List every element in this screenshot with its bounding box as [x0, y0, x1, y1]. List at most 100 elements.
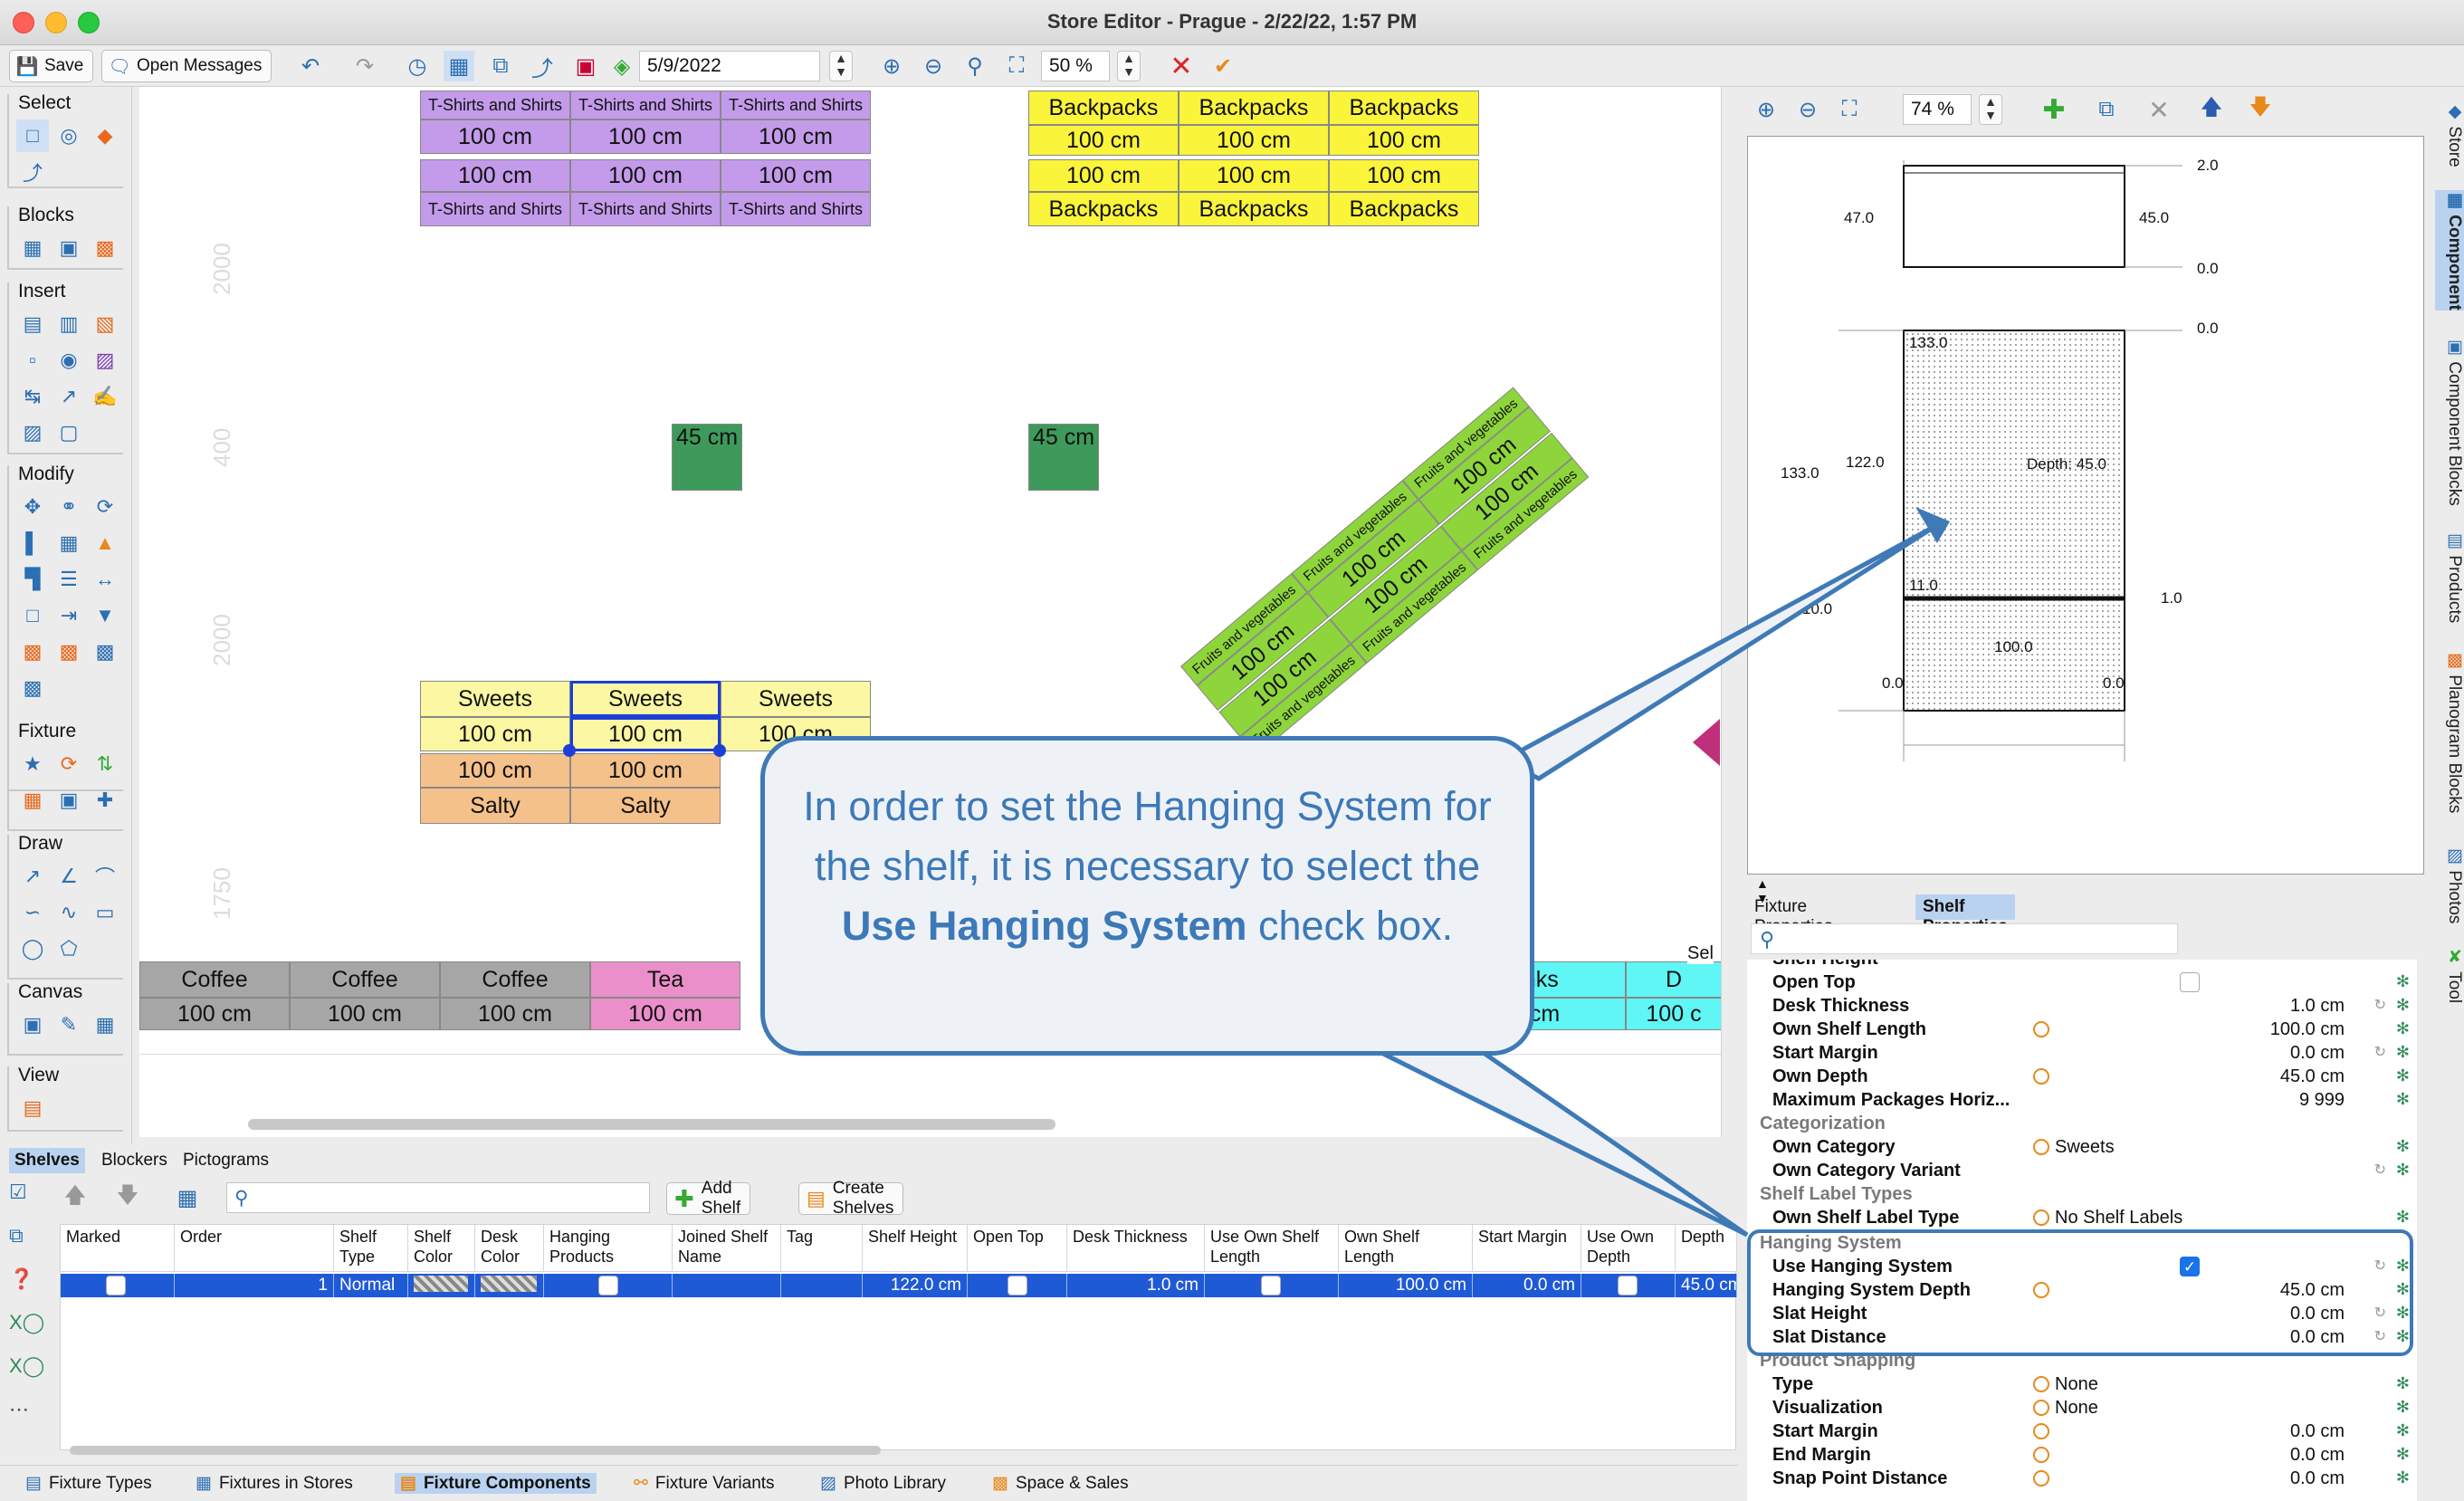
shelf-length-block[interactable]: 100 cm — [420, 717, 570, 751]
property-value[interactable]: 0.0 cm — [2289, 1445, 2345, 1465]
tab-blockers[interactable]: Blockers — [101, 1151, 167, 1170]
property-row[interactable]: Shelf Height — [1747, 960, 2417, 970]
column-header[interactable]: Open Top — [968, 1225, 1067, 1272]
help-icon[interactable]: ❓ — [9, 1267, 34, 1290]
selected-shelf-block[interactable]: Sweets — [570, 681, 721, 717]
block-stack-icon[interactable]: ▣ — [59, 236, 79, 259]
category-row[interactable]: Categorization — [1747, 1112, 2417, 1135]
shelf-length-block[interactable]: 100 cm — [1028, 159, 1179, 192]
cell-use-own-depth[interactable] — [1581, 1274, 1676, 1297]
cell-tag[interactable] — [781, 1274, 863, 1297]
reset-icon[interactable]: ✻ — [2395, 1421, 2410, 1439]
column-header[interactable]: Use Own Depth — [1581, 1225, 1676, 1272]
hanging-products-checkbox[interactable] — [598, 1276, 618, 1295]
override-icon[interactable] — [2033, 1068, 2049, 1085]
property-value[interactable]: 0.0 cm — [2289, 1468, 2345, 1488]
override-icon[interactable] — [2033, 1400, 2049, 1416]
table-settings-icon[interactable]: ▦ — [177, 1185, 198, 1210]
side-tab-component-blocks[interactable]: ▣ Component Blocks — [2435, 337, 2464, 506]
shelf-label-block[interactable]: D — [1626, 961, 1721, 998]
cell-own-shelf-length[interactable]: 100.0 cm — [1339, 1274, 1473, 1297]
check-icon[interactable]: ✔ — [1213, 53, 1233, 79]
cell-order[interactable]: 1 — [175, 1274, 334, 1297]
minimize-window-button[interactable] — [45, 12, 67, 33]
select-rect-icon[interactable]: □ — [16, 120, 49, 152]
override-icon[interactable] — [2033, 1209, 2049, 1226]
reset-icon[interactable]: ✻ — [2395, 1043, 2410, 1061]
spread-icon[interactable]: ↔ — [95, 568, 115, 590]
canvas-edit-icon[interactable]: ✎ — [60, 1013, 78, 1036]
column-header[interactable]: Desk Thickness — [1067, 1225, 1205, 1272]
merge-icon[interactable]: ▩ — [23, 640, 43, 663]
revert-icon[interactable]: ↻ — [2373, 1329, 2386, 1344]
cell-shelf-color[interactable] — [408, 1274, 475, 1297]
draw-polyline-icon[interactable]: ∠ — [60, 865, 78, 887]
override-icon[interactable] — [2033, 1021, 2049, 1037]
override-icon[interactable] — [2033, 1447, 2049, 1463]
shelf-label-block[interactable]: Salty — [570, 788, 721, 824]
selected-shelf-length[interactable]: 100 cm — [570, 717, 721, 751]
drawing-zoom-field[interactable]: 74 % — [1903, 94, 1972, 125]
property-row[interactable]: Maximum Packages Horiz...9 999✻ — [1747, 1088, 2417, 1112]
insert-svg-icon[interactable]: ▢ — [59, 421, 79, 444]
move-up-icon[interactable]: 🡅 — [63, 1182, 87, 1208]
open-top-cell-checkbox[interactable] — [1008, 1276, 1027, 1295]
more-icon[interactable]: ⋯ — [9, 1398, 29, 1420]
align-center-icon[interactable]: □ — [26, 604, 39, 626]
shelf-search-input[interactable]: ⚲ — [226, 1182, 650, 1213]
reset-icon[interactable]: ✻ — [2395, 1019, 2410, 1037]
create-shelves-button[interactable]: ▤Create Shelves — [798, 1179, 904, 1218]
revert-icon[interactable]: ↻ — [2373, 1258, 2386, 1274]
insert-text-icon[interactable]: ▫ — [29, 349, 36, 371]
align-left-icon[interactable]: ▌ — [25, 531, 40, 554]
revert-icon[interactable]: ↻ — [2373, 1162, 2386, 1178]
add-icon[interactable]: ✚ — [2042, 94, 2066, 125]
shelf-label-block[interactable]: Backpacks — [1179, 91, 1329, 125]
column-header[interactable]: Desk Color — [475, 1225, 544, 1272]
layers-icon[interactable]: ◈ — [613, 53, 631, 79]
reset-icon[interactable]: ✻ — [2395, 1208, 2410, 1226]
override-icon[interactable] — [2033, 1470, 2049, 1487]
draw-rect-icon[interactable]: ▭ — [95, 901, 115, 923]
cell-shelf-type[interactable]: Normal — [334, 1274, 408, 1297]
insert-pdf-icon[interactable]: ✍ — [92, 385, 118, 407]
property-value[interactable]: 0.0 cm — [2289, 1043, 2345, 1063]
shelf-label-block[interactable]: Coffee — [290, 961, 440, 998]
shelf-length-block[interactable]: 100 cm — [721, 159, 871, 192]
zoom-out-icon[interactable]: ⊖ — [1798, 97, 1818, 122]
align-bottom-icon[interactable]: ▼ — [95, 604, 115, 626]
tab-pictograms[interactable]: Pictograms — [183, 1151, 270, 1170]
tab-fixtures-in-stores[interactable]: ▦Fixtures in Stores — [196, 1473, 353, 1494]
table-row[interactable]: 1 Normal 122.0 cm 1.0 cm 100.0 cm 0.0 cm… — [61, 1274, 1737, 1297]
table-horizontal-scrollbar[interactable] — [70, 1446, 881, 1455]
property-row[interactable]: Own Category Variant↻✻ — [1747, 1159, 2417, 1182]
property-value[interactable]: None — [2055, 1398, 2098, 1418]
column-header[interactable]: Marked — [61, 1225, 175, 1272]
property-value[interactable]: 0.0 cm — [2289, 1304, 2345, 1324]
side-tab-planogram-blocks[interactable]: ▩ Planogram Blocks — [2435, 650, 2464, 813]
tab-fixture-variants[interactable]: ⚯Fixture Variants — [634, 1473, 775, 1494]
undo-icon[interactable]: ↶ — [301, 53, 320, 79]
cell-use-own-length[interactable] — [1205, 1274, 1339, 1297]
reset-icon[interactable]: ✻ — [2395, 1257, 2410, 1275]
property-value[interactable]: 9 999 — [2298, 1090, 2345, 1110]
reset-icon[interactable]: ✻ — [2395, 1280, 2410, 1298]
property-value[interactable]: 1.0 cm — [2289, 996, 2345, 1016]
shelf-label-block[interactable]: Backpacks — [1329, 192, 1479, 226]
column-header[interactable]: Depth — [1676, 1225, 1737, 1272]
shelf-label-block[interactable]: T-Shirts and Shirts — [420, 91, 570, 120]
cell-open-top[interactable] — [968, 1274, 1067, 1297]
tab-photo-library[interactable]: ▨Photo Library — [820, 1473, 946, 1494]
column-header[interactable]: Shelf Height — [863, 1225, 968, 1272]
reset-icon[interactable]: ✻ — [2395, 1374, 2410, 1392]
grid-toggle-icon[interactable]: ▦ — [444, 51, 474, 81]
property-row[interactable]: Open Top✻ — [1747, 970, 2417, 994]
cell-desk-thickness[interactable]: 1.0 cm — [1067, 1274, 1205, 1297]
redo-icon[interactable]: ↷ — [355, 53, 375, 79]
delete-icon[interactable]: ✕ — [1170, 51, 1193, 81]
